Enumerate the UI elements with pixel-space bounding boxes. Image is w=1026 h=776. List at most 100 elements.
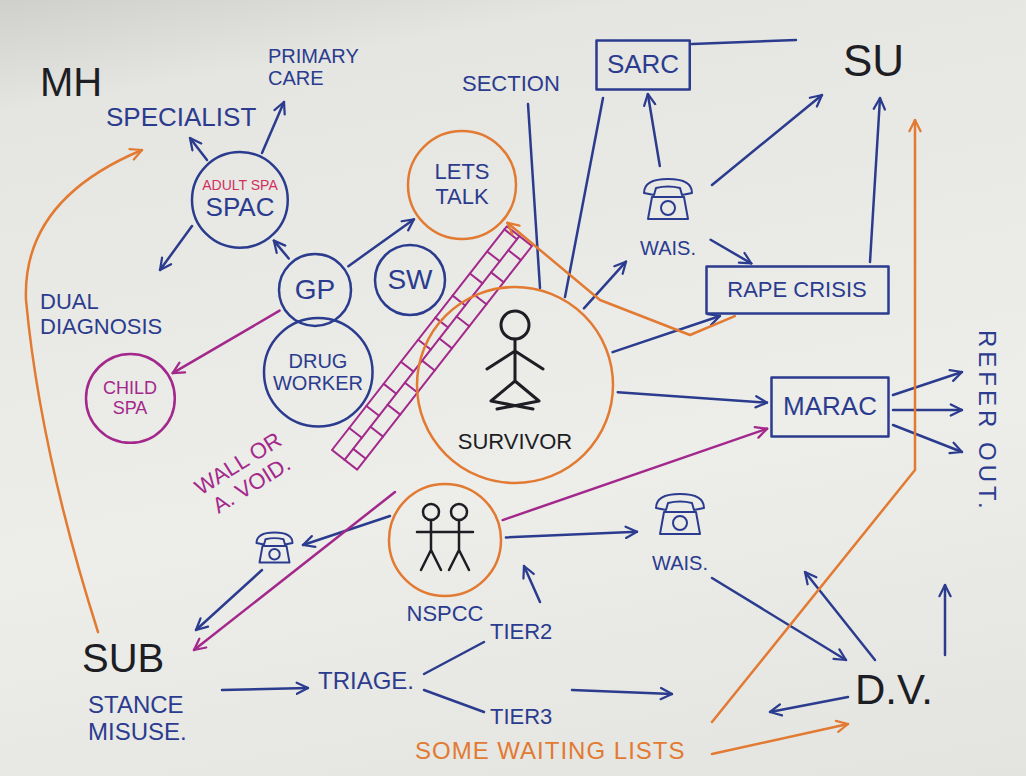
connector-arrow bbox=[613, 316, 720, 352]
phone-handset bbox=[257, 533, 293, 545]
node-text: MARAC bbox=[783, 392, 877, 421]
sw-circle: SW bbox=[373, 243, 447, 317]
handwritten-label: DUAL DIAGNOSIS bbox=[40, 290, 200, 339]
lets-talk-circle-drawing bbox=[408, 131, 516, 239]
arrow-line bbox=[944, 585, 947, 655]
phone-node: WAIS. bbox=[640, 484, 720, 576]
figure-head bbox=[501, 311, 529, 339]
phone-dial bbox=[661, 201, 675, 215]
node-text-group: WAIS. bbox=[640, 237, 696, 259]
arrow-line bbox=[893, 425, 962, 452]
box-outline bbox=[706, 267, 888, 314]
node-text: LETS TALK bbox=[424, 160, 500, 209]
phone-dial bbox=[269, 549, 280, 560]
node-text-group: ADULT SPASPAC bbox=[202, 178, 277, 223]
node-text: RAPE CRISIS bbox=[727, 278, 866, 303]
circle-outline bbox=[417, 287, 613, 483]
vertical-label: REFER OUT. bbox=[973, 330, 1000, 513]
phone-node-drawing bbox=[656, 494, 704, 534]
figure-body bbox=[487, 339, 543, 409]
arrow-line bbox=[160, 226, 192, 270]
stick-figure bbox=[487, 311, 543, 409]
drug-worker-circle: DRUG WORKER bbox=[262, 316, 375, 429]
phone-dial bbox=[673, 516, 687, 530]
handwritten-label: SUB bbox=[82, 636, 164, 681]
connector-arrow bbox=[648, 94, 660, 166]
node-text-group: SW bbox=[387, 264, 432, 295]
phone-handset bbox=[656, 494, 704, 510]
arrow-line bbox=[190, 138, 207, 160]
arrow-line bbox=[524, 566, 540, 602]
handwritten-label: TIER2 bbox=[490, 620, 552, 645]
arrow-line bbox=[712, 724, 848, 754]
plain-line bbox=[528, 104, 540, 288]
arrow-line bbox=[712, 578, 846, 660]
figure-head bbox=[451, 504, 467, 520]
children-figures bbox=[417, 504, 473, 570]
node-text-group: RAPE CRISIS bbox=[727, 278, 866, 303]
figure-body bbox=[417, 520, 473, 570]
circle-outline bbox=[408, 131, 516, 239]
node-text-group: LETS TALK bbox=[424, 160, 500, 209]
survivor-circle: SURVIVOR bbox=[415, 285, 615, 485]
node-text-group: MARAC bbox=[783, 392, 877, 421]
node-text: ADULT SPA bbox=[202, 178, 277, 194]
drug-worker-circle-drawing bbox=[264, 318, 373, 427]
arrow-line bbox=[712, 120, 915, 722]
phone-handset bbox=[644, 179, 692, 195]
nspcc-circle: NSPCC bbox=[387, 482, 503, 598]
node-text: CHILD SPA bbox=[95, 378, 165, 418]
node-text: SARC bbox=[607, 50, 679, 79]
node-text-group: NSPCC bbox=[406, 602, 483, 627]
phone-base bbox=[648, 197, 688, 219]
node-text: SURVIVOR bbox=[458, 430, 573, 455]
handwritten-label: D.V. bbox=[855, 666, 933, 713]
node-text-group: CHILD SPA bbox=[95, 378, 165, 418]
circle-outline bbox=[279, 254, 351, 326]
phone-icon bbox=[644, 179, 692, 219]
handwritten-label: PRIMARY CARE bbox=[268, 45, 368, 90]
circle-outline bbox=[86, 354, 175, 443]
node-text: DRUG WORKER bbox=[273, 350, 363, 395]
node-text-group: WAIS. bbox=[652, 552, 708, 574]
handwritten-label: STANCE MISUSE. bbox=[88, 692, 238, 746]
handwritten-label: TIER3 bbox=[490, 705, 552, 730]
node-text-group: SURVIVOR bbox=[415, 430, 615, 455]
nspcc-circle-drawing bbox=[389, 484, 501, 596]
gp-circle-drawing bbox=[279, 254, 351, 326]
phone-icon bbox=[656, 494, 704, 534]
connector-arrow bbox=[618, 392, 767, 402]
wall-note: WALL OR A. VOID. bbox=[185, 425, 304, 525]
figure-head bbox=[423, 504, 439, 520]
box-outline bbox=[772, 378, 889, 437]
sw-circle-drawing bbox=[375, 245, 445, 315]
branch-line bbox=[424, 690, 484, 712]
node-text: SW bbox=[387, 264, 432, 295]
branch-line bbox=[424, 642, 484, 674]
arrow-line bbox=[712, 95, 822, 185]
handwritten-label: MH bbox=[40, 60, 102, 105]
connector-arrow bbox=[274, 241, 289, 259]
node-text: SPAC bbox=[206, 193, 275, 222]
node-text: NSPCC bbox=[406, 602, 483, 627]
circle-outline bbox=[192, 152, 288, 248]
rape-crisis-box-drawing bbox=[706, 267, 888, 314]
arrow-line bbox=[805, 572, 875, 660]
connector-arrow bbox=[506, 532, 637, 538]
survivor-circle-drawing bbox=[417, 287, 613, 483]
plain-line bbox=[692, 40, 796, 44]
circle-outline bbox=[389, 484, 501, 596]
wall-joints bbox=[341, 229, 530, 458]
marac-box-drawing bbox=[772, 378, 889, 437]
handwritten-label: TRIAGE. bbox=[318, 668, 414, 695]
phone-node: WAIS. bbox=[628, 169, 708, 261]
phone-icon bbox=[257, 533, 293, 563]
marac-box: MARAC bbox=[770, 376, 890, 438]
phone-node-drawing bbox=[644, 179, 692, 219]
arrow-line bbox=[893, 409, 962, 412]
connector-group bbox=[173, 94, 768, 537]
arrow-line bbox=[262, 102, 284, 153]
circle-outline bbox=[375, 245, 445, 315]
arrow-line bbox=[893, 372, 962, 395]
connector-arrow bbox=[507, 223, 734, 335]
